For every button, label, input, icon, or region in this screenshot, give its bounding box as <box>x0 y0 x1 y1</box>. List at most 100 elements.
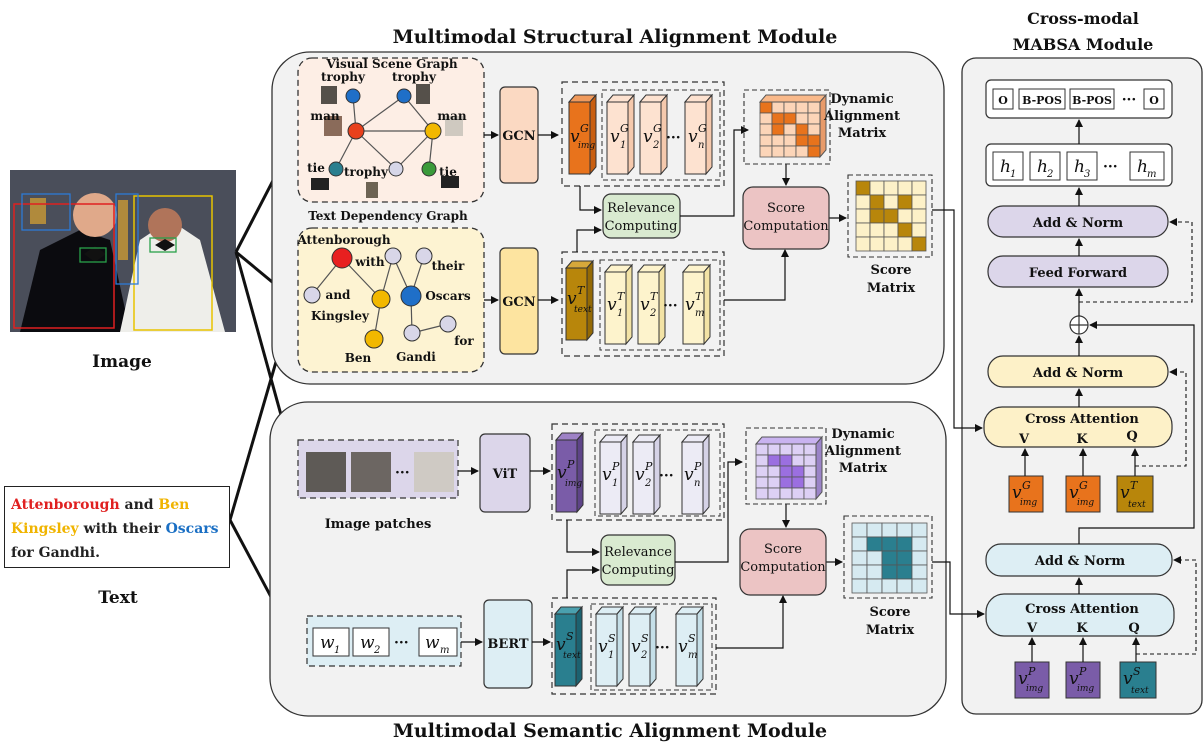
bert-label: BERT <box>487 637 528 652</box>
svg-text:v: v <box>1120 483 1130 503</box>
matrix-cell <box>881 578 898 594</box>
matrix-cell <box>767 476 781 489</box>
matrix-cell <box>911 222 927 238</box>
scene-graph-thumbnails <box>311 84 463 198</box>
svg-text:v: v <box>1018 669 1028 689</box>
svg-text:P: P <box>693 460 702 473</box>
dam-label-line3: Matrix <box>839 461 888 476</box>
svg-text:n: n <box>698 140 704 151</box>
matrix-cell <box>866 564 883 580</box>
svg-text:v: v <box>598 637 608 657</box>
feed-forward-label: Feed Forward <box>1029 266 1127 281</box>
matrix-cell <box>911 194 927 210</box>
semantic-encoder-arrows <box>458 467 551 646</box>
gcn-arrows <box>484 131 559 304</box>
output-tag: ··· <box>1122 92 1137 108</box>
text-label: Text <box>98 588 138 608</box>
sm-label-line2: Matrix <box>866 623 915 638</box>
output-tag: O <box>1149 94 1159 107</box>
dam-label-line1: Dynamic <box>831 427 894 442</box>
structural-module-title: Multimodal Structural Alignment Module <box>393 26 838 48</box>
matrix-cell <box>881 522 898 538</box>
matrix-cell <box>866 578 883 594</box>
key-label: K <box>1076 432 1088 447</box>
svg-text:v: v <box>567 289 577 309</box>
relevance-label-line2: Computing <box>602 563 675 578</box>
svg-text:G: G <box>1022 479 1031 492</box>
svg-text:P: P <box>1027 665 1036 678</box>
matrix-cell <box>851 536 868 552</box>
svg-text:v: v <box>635 465 645 485</box>
matrix-cell <box>897 222 913 238</box>
text-segment: Oscars <box>165 521 219 537</box>
matrix-cell <box>795 101 809 114</box>
matrix-cell <box>855 208 871 224</box>
output-tag-box <box>1018 88 1066 110</box>
sm-label-line2: Matrix <box>867 281 916 296</box>
score-computation-block <box>742 186 830 250</box>
svg-text:v: v <box>684 465 694 485</box>
matrix-cell <box>759 134 773 147</box>
svg-text:T: T <box>617 290 626 303</box>
matrix-cell <box>855 194 871 210</box>
semantic-score-matrix <box>843 515 933 599</box>
add-norm-upper <box>987 205 1169 238</box>
upper-cross-attention-inputs: v G img v G img v T text <box>1008 475 1154 513</box>
image-patches-label: Image patches <box>325 517 432 532</box>
image-patches-box: ··· <box>297 439 459 499</box>
matrix-cell <box>883 208 899 224</box>
matrix-cell <box>896 564 913 580</box>
matrix-cell <box>755 443 769 456</box>
output-tag-box <box>1143 88 1165 110</box>
svg-text:···: ··· <box>666 130 681 146</box>
matrix-cell <box>767 487 781 500</box>
matrix-cell <box>771 134 785 147</box>
ellipsis: ··· <box>1103 159 1118 175</box>
matrix-cell <box>783 123 797 136</box>
mabsa-residual-arrows <box>1079 218 1197 655</box>
svg-text:v: v <box>570 127 580 147</box>
word-token-sub: 2 <box>373 645 380 656</box>
matrix-cell <box>883 194 899 210</box>
matrix-cell <box>881 564 898 580</box>
matrix-cell <box>803 487 817 500</box>
hidden-state-sub: 1 <box>1010 169 1016 180</box>
dep-node-label: their <box>432 259 465 273</box>
svg-text:P: P <box>644 460 653 473</box>
matrix-cell <box>807 123 821 136</box>
value-label: V <box>1026 621 1038 636</box>
matrix-cell <box>911 550 928 566</box>
dep-node-label: for <box>454 334 474 348</box>
matrix-cell <box>755 454 769 467</box>
matrix-cell <box>881 550 898 566</box>
matrix-cell <box>869 222 885 238</box>
svg-text:img: img <box>1077 498 1094 508</box>
svg-text:img: img <box>1020 498 1037 508</box>
scene-node-label: man <box>310 109 339 123</box>
dependency-graph-nodes <box>303 247 457 349</box>
svg-text:S: S <box>641 632 649 645</box>
svg-text:···: ··· <box>663 298 678 314</box>
feed-forward-block <box>987 255 1169 288</box>
svg-text:S: S <box>566 630 574 643</box>
relevance-label-line1: Relevance <box>607 201 675 216</box>
matrix-cell <box>807 134 821 147</box>
svg-text:v: v <box>678 637 688 657</box>
text-segment: Kingsley <box>11 521 79 537</box>
matrix-cell <box>759 123 773 136</box>
matrix-cell <box>795 145 809 158</box>
mabsa-title-line1: Cross-modal <box>1027 9 1139 28</box>
matrix-cell <box>759 145 773 158</box>
matrix-cell <box>869 180 885 196</box>
hidden-state-box <box>1066 151 1098 181</box>
word-tokens-box: ··· <box>306 615 462 667</box>
gcn-label: GCN <box>502 129 535 144</box>
svg-text:v: v <box>557 463 567 483</box>
matrix-cell <box>851 564 868 580</box>
dam-label-line2: Alignment <box>824 444 901 459</box>
svg-text:S: S <box>1133 665 1141 678</box>
gcn-block-text <box>499 247 539 355</box>
dep-node-label: Gandi <box>396 350 436 364</box>
matrix-cell <box>869 236 885 252</box>
image-label: Image <box>92 352 152 372</box>
